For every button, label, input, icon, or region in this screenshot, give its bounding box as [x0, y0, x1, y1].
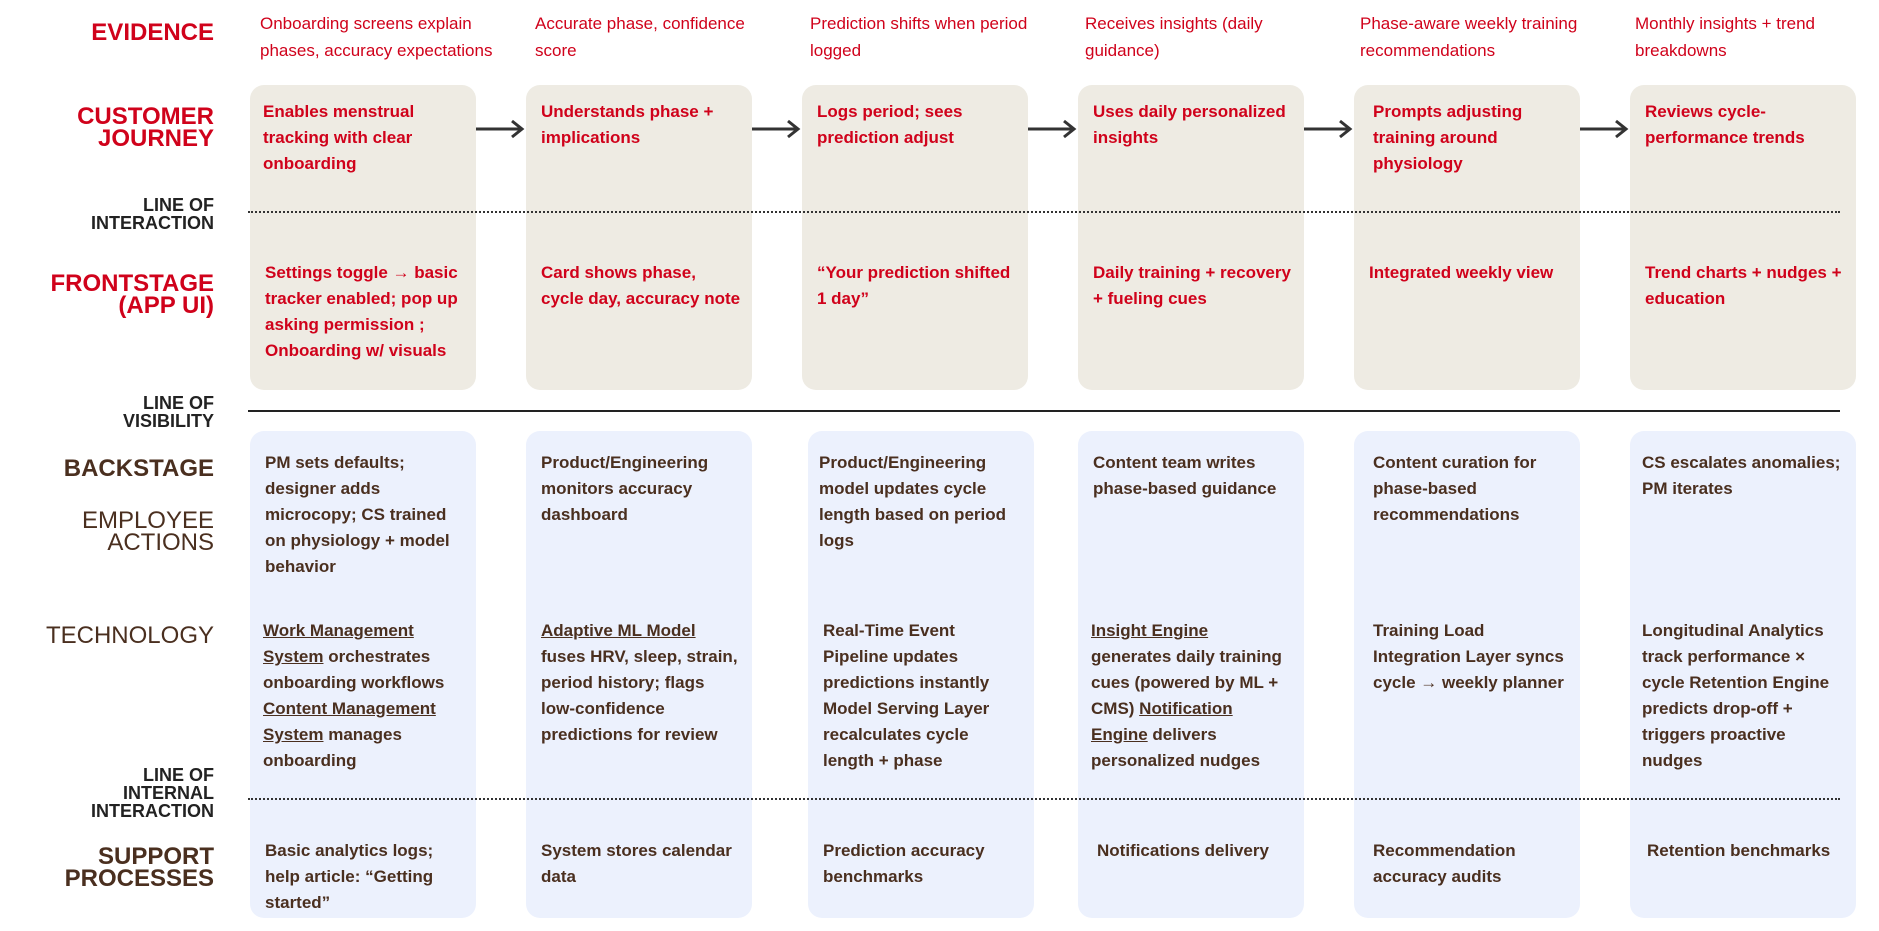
frontstage-card-5 [1354, 85, 1580, 390]
label-technology: TECHNOLOGY [45, 622, 214, 649]
journey-step-6: Reviews cycle-performance trends [1645, 102, 1805, 147]
support-process-4: Notifications delivery [1097, 841, 1269, 860]
arrow-right-icon [476, 119, 525, 139]
support-process-2: System stores calendar data [541, 841, 732, 886]
journey-step-5: Prompts adjusting training around physio… [1373, 102, 1523, 173]
journey-step-2: Understands phase + implications [541, 102, 714, 147]
technology-text-6: Longitudinal Analytics track performance… [1642, 621, 1830, 770]
arrow-right-icon [1580, 119, 1629, 139]
label-support-processes: SUPPORT PROCESSES [64, 843, 214, 892]
evidence-1: Onboarding screens explain phases, accur… [260, 14, 493, 60]
frontstage-text-2: Card shows phase, cycle day, accuracy no… [541, 263, 741, 308]
evidence-3: Prediction shifts when period logged [810, 14, 1028, 60]
arrow-right-icon [1028, 119, 1077, 139]
employee-action-1: PM sets defaults; designer adds microcop… [265, 453, 450, 576]
label-backstage: BACKSTAGE [63, 455, 214, 482]
arrow-right-icon [752, 119, 801, 139]
support-process-6: Retention benchmarks [1647, 841, 1831, 860]
frontstage-card-4 [1078, 85, 1304, 390]
technology-text-5: Training Load Integration Layer syncs cy… [1373, 621, 1564, 692]
journey-step-4: Uses daily personalized insights [1093, 102, 1286, 147]
line-of-internal-interaction [248, 798, 1840, 800]
line-of-visibility [248, 410, 1840, 412]
backstage-card-3 [808, 431, 1034, 918]
frontstage-text-4: Daily training + recovery + fueling cues [1093, 263, 1291, 308]
frontstage-text-3: “Your prediction shifted 1 day” [817, 263, 1011, 308]
backstage-card-2 [526, 431, 752, 918]
label-frontstage: FRONTSTAGE (APP UI) [50, 270, 214, 319]
frontstage-card-1 [250, 85, 476, 390]
support-process-3: Prediction accuracy benchmarks [823, 841, 985, 886]
employee-action-6: CS escalates anomalies; PM iterates [1642, 453, 1841, 498]
support-process-5: Recommendation accuracy audits [1373, 841, 1516, 886]
label-line-of-interaction: LINE OF INTERACTION [91, 195, 214, 233]
technology-text-1: Work Management System orchestrates onbo… [263, 621, 445, 770]
support-process-1: Basic analytics logs; help article: “Get… [265, 841, 434, 912]
backstage-card-4 [1078, 431, 1304, 918]
backstage-card-6 [1630, 431, 1856, 918]
frontstage-card-3 [802, 85, 1028, 390]
tech-link-work-management-system: Work Management System [263, 621, 414, 666]
evidence-6: Monthly insights + trend breakdowns [1635, 14, 1816, 60]
tech-link-insight-engine: Insight Engine [1091, 621, 1209, 640]
tech-link-adaptive-ml-model: Adaptive ML Model [541, 621, 696, 640]
evidence-5: Phase-aware weekly training recommendati… [1360, 14, 1578, 60]
backstage-card-5 [1354, 431, 1580, 918]
evidence-2: Accurate phase, confidence score [535, 14, 745, 60]
employee-action-2: Product/Engineering monitors accuracy da… [541, 453, 709, 524]
label-customer-journey: CUSTOMER JOURNEY [77, 103, 214, 152]
label-line-of-visibility: LINE OF VISIBILITY [122, 393, 214, 431]
frontstage-text-6: Trend charts + nudges + education [1645, 263, 1842, 308]
technology-text-4: Insight Engine generates daily training … [1091, 621, 1282, 770]
label-evidence: EVIDENCE [91, 19, 214, 46]
tech-link-notification-engine: Notification Engine [1091, 699, 1233, 744]
frontstage-text-5: Integrated weekly view [1369, 263, 1554, 282]
evidence-4: Receives insights (daily guidance) [1085, 14, 1263, 60]
backstage-card-1 [250, 431, 476, 918]
technology-text-2: Adaptive ML Model fuses HRV, sleep, stra… [541, 621, 738, 744]
employee-action-4: Content team writes phase-based guidance [1093, 453, 1277, 498]
frontstage-text-1: Settings toggle → basic tracker enabled;… [265, 263, 458, 360]
journey-step-3: Logs period; sees prediction adjust [817, 102, 963, 147]
employee-action-5: Content curation for phase-based recomme… [1373, 453, 1537, 524]
tech-link-content-management-system: Content Management System [263, 699, 436, 744]
journey-step-1: Enables menstrual tracking with clear on… [263, 102, 415, 173]
line-of-interaction [248, 211, 1840, 213]
frontstage-card-6 [1630, 85, 1856, 390]
arrow-right-icon [1304, 119, 1353, 139]
technology-text-3: Real-Time Event Pipeline updates predict… [823, 621, 990, 770]
label-employee-actions: EMPLOYEE ACTIONS [81, 507, 214, 556]
frontstage-card-2 [526, 85, 752, 390]
employee-action-3: Product/Engineering model updates cycle … [819, 453, 1007, 550]
label-line-of-internal-interaction: LINE OF INTERNAL INTERACTION [91, 765, 214, 821]
